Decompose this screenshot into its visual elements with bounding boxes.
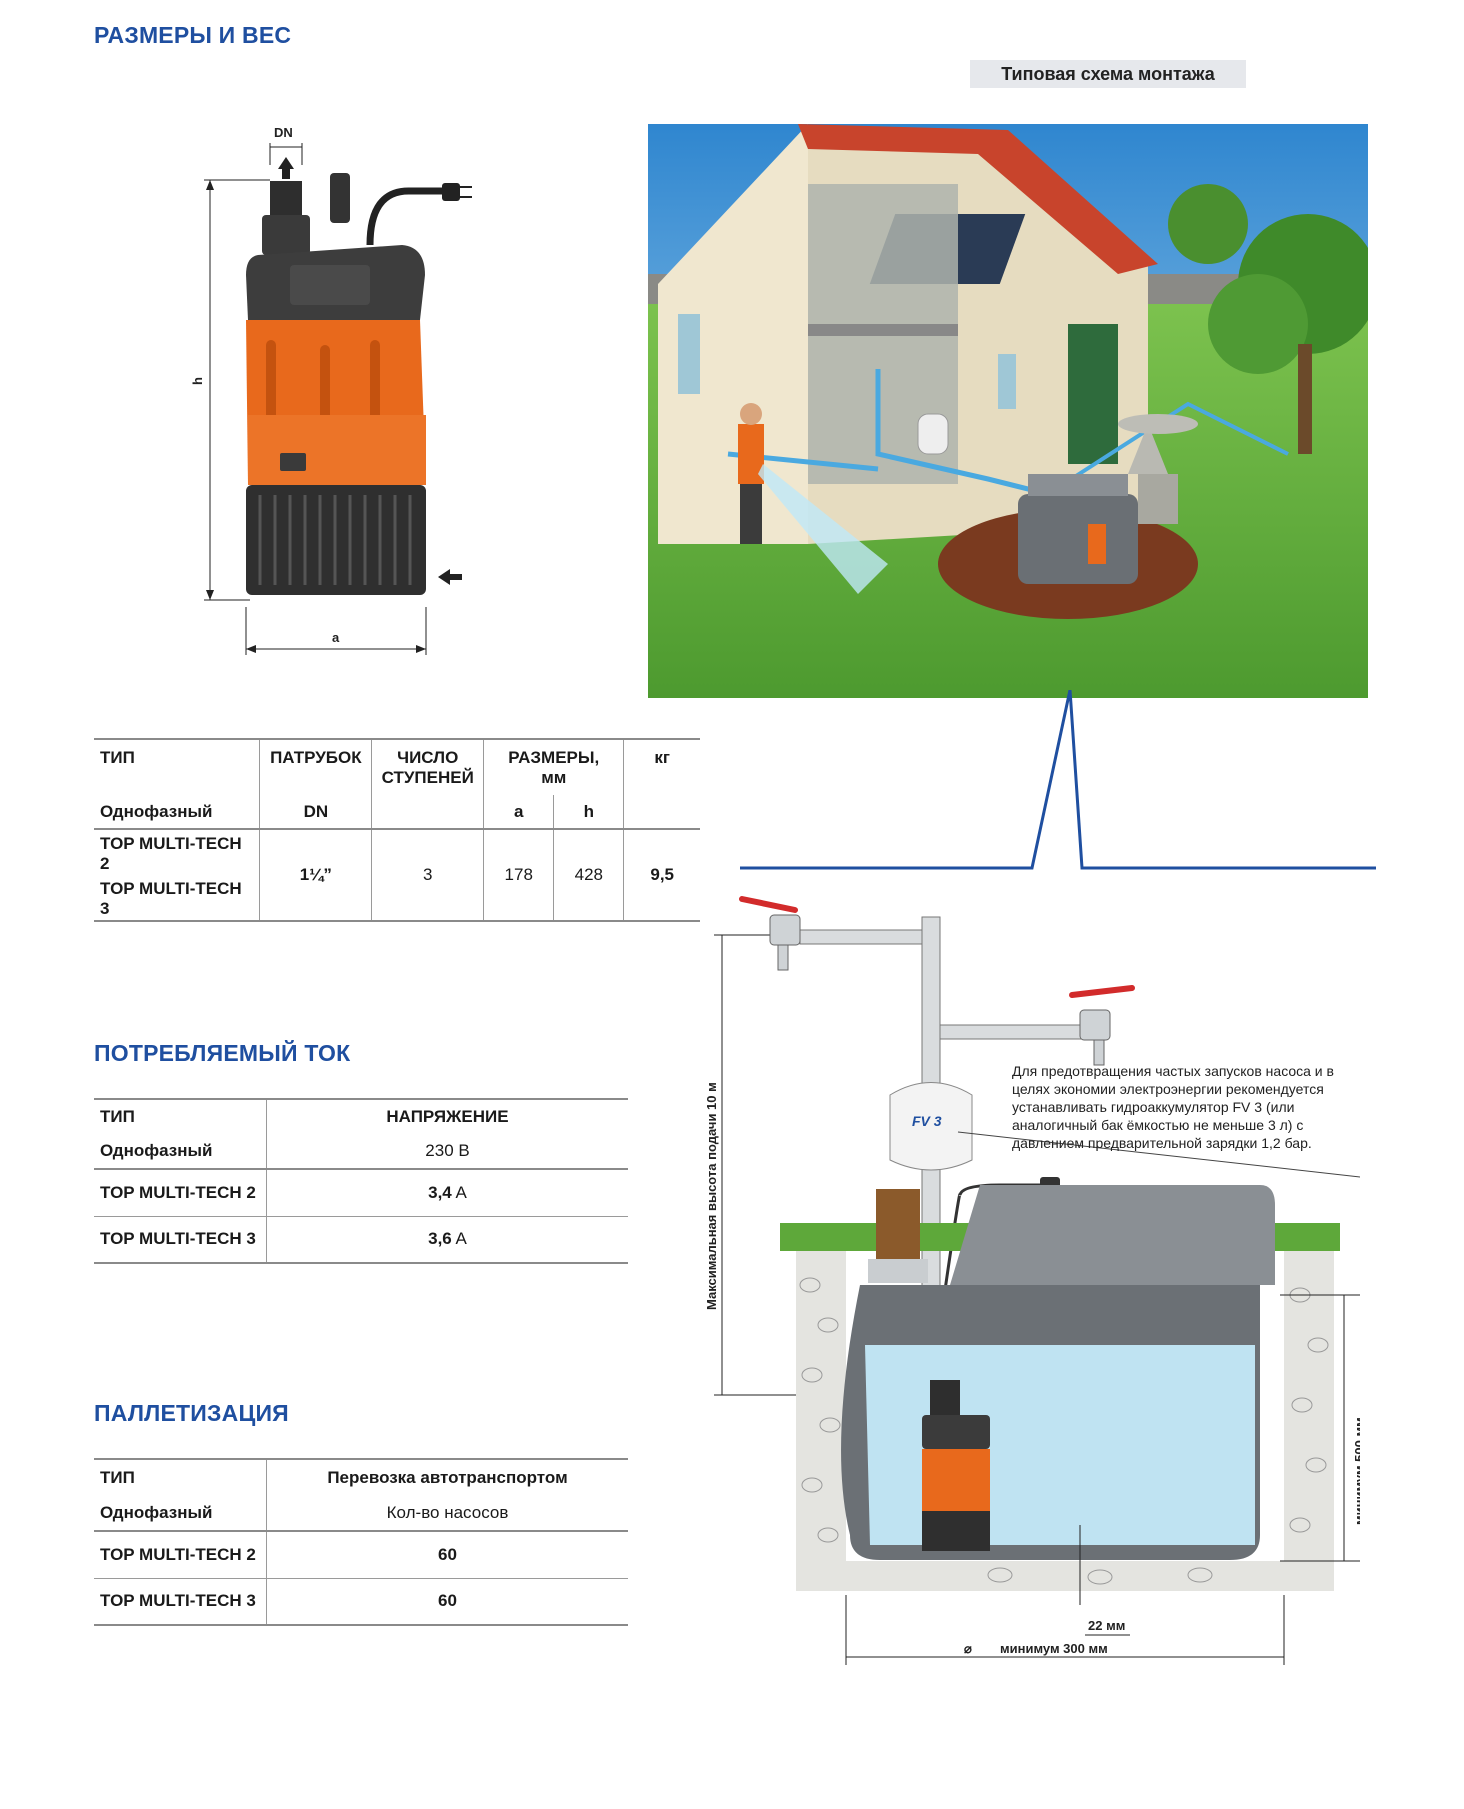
section-title-pallet: ПАЛЛЕТИЗАЦИЯ — [94, 1400, 289, 1426]
col-a: a — [483, 795, 554, 829]
dimensions-table: ТИП ПАТРУБОК ЧИСЛО СТУПЕНЕЙ РАЗМЕРЫ, мм … — [94, 738, 700, 922]
current-col-type: ТИП — [100, 1106, 135, 1126]
max-height-label: Максимальная высота подачи 10 м — [704, 1082, 719, 1310]
accumulator-note: Для предотвращения частых запусков насос… — [1012, 1063, 1334, 1151]
col-stages-2: СТУПЕНЕЙ — [381, 768, 474, 787]
plug-icon — [442, 183, 460, 201]
installation-cross-section: Максимальная высота подачи 10 м FV 3 мин… — [704, 896, 1360, 1665]
h-label: h — [190, 377, 205, 385]
dn-label: DN — [274, 125, 293, 140]
section-title-current: ПОТРЕБЛЯЕМЫЙ ТОК — [94, 1040, 351, 1066]
mm22-label: 22 мм — [1088, 1618, 1125, 1633]
connector-lines — [740, 690, 1376, 870]
col-size-1: РАЗМЕРЫ, — [508, 748, 600, 767]
pallet-qty-1: 60 — [266, 1531, 628, 1578]
h-value: 428 — [553, 829, 624, 921]
pallet-sub-type: Однофазный — [100, 1502, 213, 1522]
min-500-label: минимум 500 мм — [1352, 1417, 1360, 1525]
pallet-table: ТИП Перевозка автотранспортом Однофазный… — [94, 1458, 628, 1626]
pallet-qty-2: 60 — [266, 1578, 628, 1625]
tap-handle-icon — [739, 896, 798, 913]
current-table: ТИП НАПРЯЖЕНИЕ Однофазный 230 В TOP MULT… — [94, 1098, 628, 1264]
pallet-col-transport: Перевозка автотранспортом — [266, 1459, 628, 1495]
fv3-tank — [889, 1082, 973, 1171]
diameter-symbol: ⌀ — [964, 1641, 972, 1656]
min-300-label: минимум 300 мм — [1000, 1641, 1108, 1656]
a-value: 178 — [483, 829, 554, 921]
col-type: ТИП — [100, 748, 135, 767]
current-sub-type: Однофазный — [100, 1140, 213, 1160]
col-outlet-sub: DN — [259, 795, 372, 829]
stages-value: 3 — [371, 829, 484, 921]
current-row-model-2: TOP MULTI-TECH 3 — [100, 1229, 256, 1249]
dim-row-model-2: TOP MULTI-TECH 3 — [100, 878, 242, 918]
col-size-2: мм — [541, 768, 567, 787]
pallet-col-type: ТИП — [100, 1467, 135, 1487]
house-installation-illustration — [648, 124, 1368, 698]
current-unit-1: A — [451, 1182, 467, 1202]
dim-row-model-1: TOP MULTI-TECH 2 — [100, 833, 242, 873]
col-h: h — [553, 795, 624, 829]
current-row-model-1: TOP MULTI-TECH 2 — [100, 1182, 256, 1202]
outlet-arrow-icon — [278, 157, 294, 169]
col-outlet: ПАТРУБОК — [259, 739, 372, 795]
fv3-label: FV 3 — [912, 1113, 942, 1129]
current-sub-voltage: 230 В — [266, 1133, 628, 1169]
inlet-arrow-icon — [438, 569, 462, 585]
pallet-row-model-1: TOP MULTI-TECH 2 — [100, 1544, 256, 1564]
current-value-1: 3,4 — [428, 1182, 452, 1202]
current-col-voltage: НАПРЯЖЕНИЕ — [266, 1099, 628, 1133]
pallet-sub-qty: Кол-во насосов — [266, 1495, 628, 1531]
kg-value: 9,5 — [623, 829, 700, 921]
a-label: a — [332, 630, 340, 645]
pallet-row-model-2: TOP MULTI-TECH 3 — [100, 1591, 256, 1611]
col-type-sub: Однофазный — [100, 801, 213, 821]
outlet-value: 1¼” — [259, 829, 372, 921]
col-stages-1: ЧИСЛО — [397, 748, 459, 767]
house-door — [1068, 324, 1118, 464]
current-unit-2: A — [451, 1229, 467, 1249]
inlet-pipe — [876, 1189, 920, 1259]
col-kg: кг — [623, 739, 700, 795]
pump-dimension-drawing: DN h a — [190, 125, 472, 655]
tap-handle-icon-2 — [1069, 985, 1135, 998]
section-title-dimensions: РАЗМЕРЫ И ВЕС — [94, 22, 292, 48]
current-value-2: 3,6 — [428, 1229, 452, 1249]
install-scheme-label: Типовая схема монтажа — [970, 60, 1246, 88]
